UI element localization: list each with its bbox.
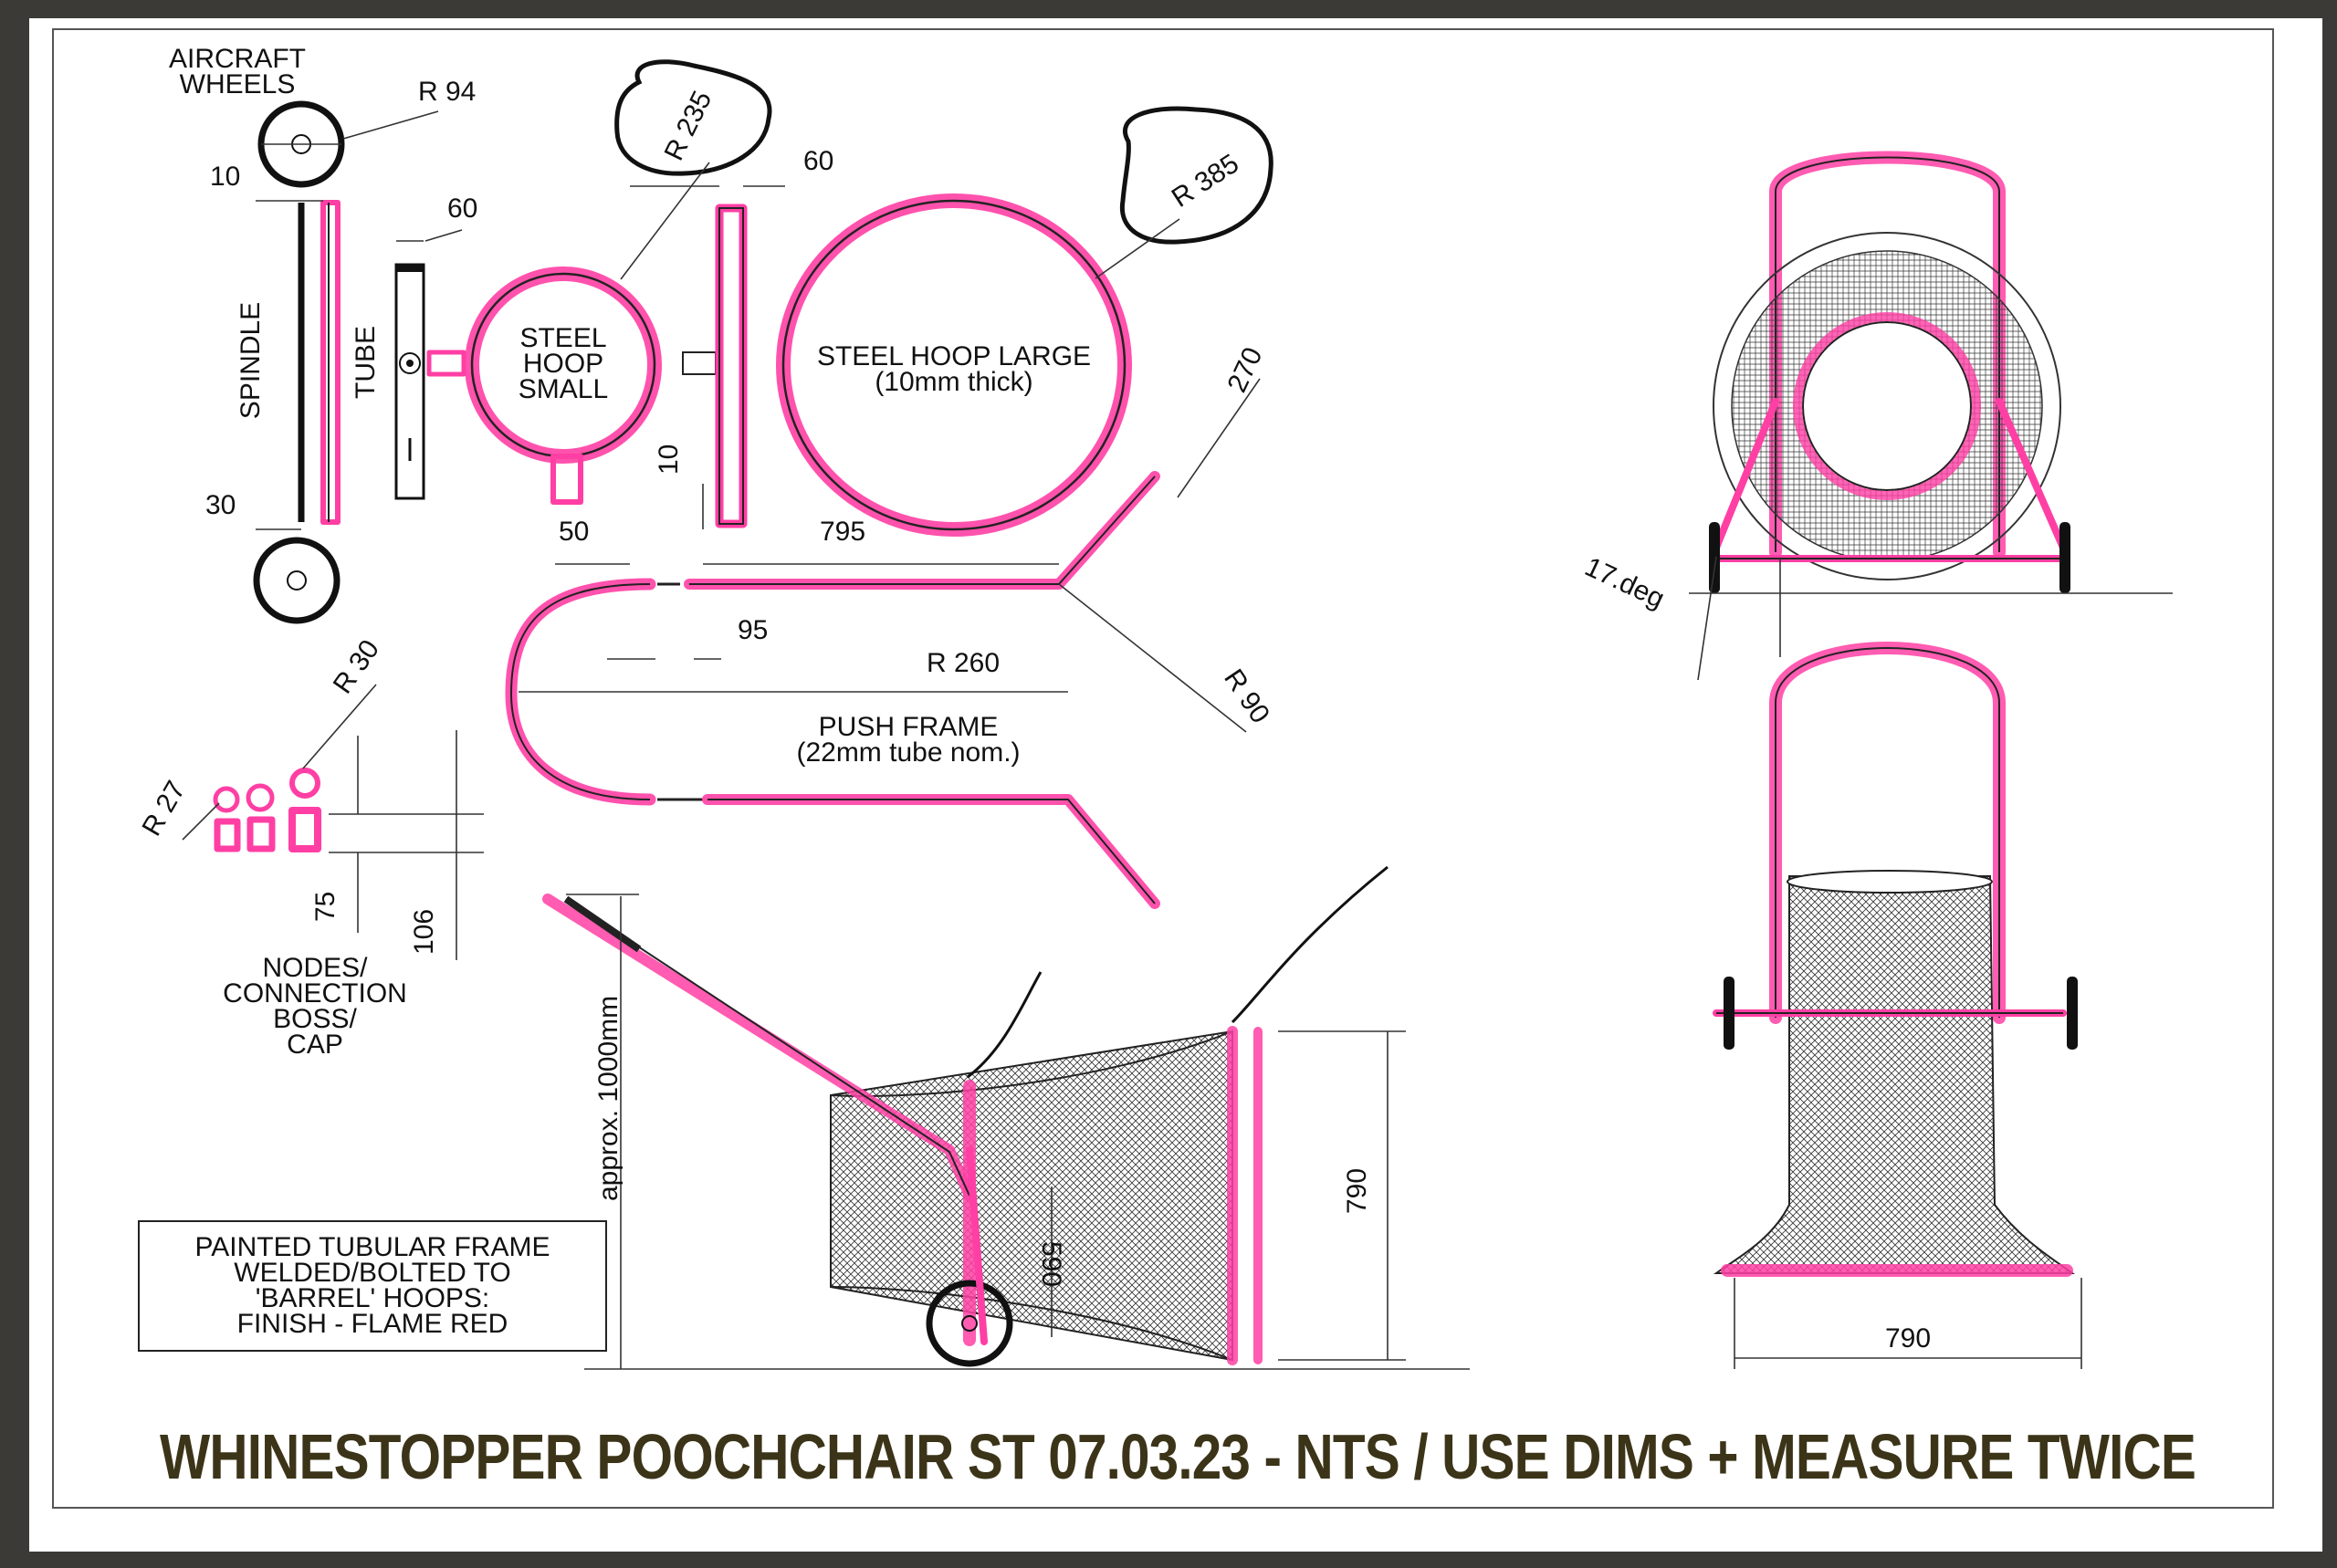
dim-75: 75: [310, 892, 341, 922]
push-frame-label-1: PUSH FRAME: [819, 712, 999, 742]
dim-60-tube: 60: [447, 193, 477, 224]
dim-106: 106: [409, 909, 439, 955]
note-line-2: WELDED/BOLTED TO: [234, 1258, 510, 1288]
aircraft-wheel-bottom: [253, 537, 341, 624]
wheels-label-1: AIRCRAFT: [169, 44, 306, 74]
steel-hoop-small: [426, 267, 717, 505]
hoop-small-label-2: HOOP: [523, 349, 603, 379]
spindle-label: SPINDLE: [236, 302, 266, 419]
r235-leader: [620, 162, 710, 280]
r385-cloud: [1119, 106, 1273, 245]
note-line-1: PAINTED TUBULAR FRAME: [195, 1232, 550, 1262]
rear-view: [1709, 151, 2070, 593]
dim-30: 30: [205, 490, 236, 520]
r94-label: R 94: [418, 77, 476, 107]
aircraft-wheel-top: [257, 100, 345, 188]
wheels-label-2: WHEELS: [180, 69, 296, 99]
dim-50: 50: [559, 517, 589, 547]
dim-10-spindle: 10: [210, 162, 240, 192]
steel-hoop-large: [776, 193, 1132, 537]
dim-10-bar: 10: [654, 444, 684, 475]
side-view: [542, 865, 1389, 1367]
drawing-title: WHINESTOPPER POOCHCHAIR ST 07.03.23 - NT…: [160, 1421, 2196, 1492]
dim-795: 795: [820, 517, 865, 547]
hoop-small-label-1: STEEL: [519, 323, 606, 353]
dim-590: 590: [1036, 1241, 1066, 1287]
nodes-label-1: NODES/: [262, 953, 368, 983]
note-box: [138, 1220, 607, 1352]
r235-cloud: [614, 59, 772, 176]
nodes-label-3: BOSS/: [273, 1004, 357, 1034]
front-view: [1713, 642, 2078, 1277]
tube-bar: [320, 200, 341, 525]
dim-95: 95: [738, 615, 768, 645]
dim-790-front: 790: [1885, 1323, 1931, 1354]
nodes-drawing: [213, 768, 321, 852]
push-frame-label-2: (22mm tube nom.): [796, 737, 1020, 768]
r260-label: R 260: [927, 648, 1000, 678]
hoop-large-label-2: (10mm thick): [875, 367, 1032, 397]
hoop-small-label-3: SMALL: [519, 374, 608, 404]
hoop-large-label-1: STEEL HOOP LARGE: [817, 341, 1091, 371]
r94-leader: [342, 110, 439, 140]
tube-label: TUBE: [351, 326, 381, 399]
nodes-label-4: CAP: [287, 1030, 343, 1060]
border-frame: [52, 28, 2274, 1509]
r385-leader: [1095, 218, 1180, 279]
dim-790-side: 790: [1342, 1168, 1372, 1214]
note-line-3: 'BARREL' HOOPS:: [256, 1283, 490, 1313]
nodes-label-2: CONNECTION: [223, 978, 407, 1009]
height-label: approx. 1000mm: [593, 996, 624, 1201]
note-line-4: FINISH - FLAME RED: [237, 1309, 508, 1339]
dim-60-bar: 60: [803, 146, 833, 176]
